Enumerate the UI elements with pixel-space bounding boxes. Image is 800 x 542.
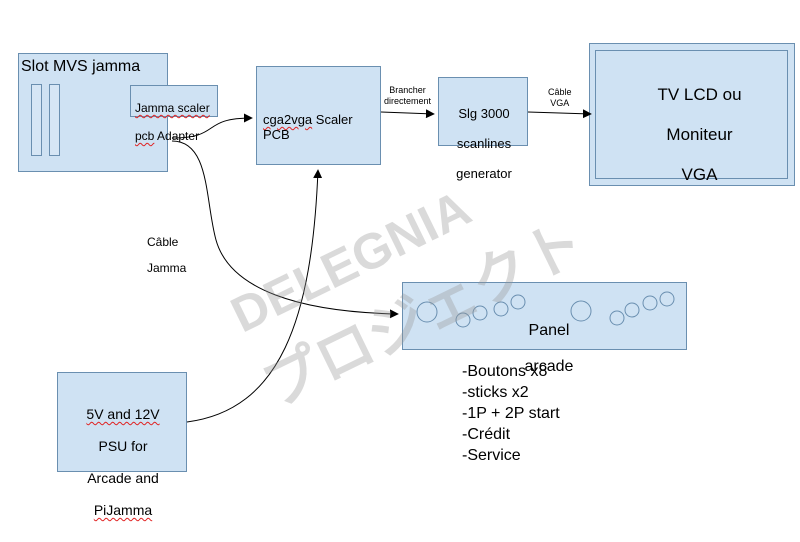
- adapter-label: Jamma scaler pcb Adapter: [135, 87, 210, 143]
- slot-rail-right: [49, 84, 60, 156]
- feature-item-buttons: -Boutons x8: [462, 363, 548, 380]
- adapter-line2a: pcb: [135, 129, 155, 143]
- psu-line3: Arcade and: [87, 470, 159, 486]
- panel-line1: Panel: [528, 322, 570, 339]
- adapter-line2b: Adapter: [154, 129, 200, 143]
- slot-mvs-title: Slot MVS jamma: [21, 58, 141, 75]
- panel-button: [642, 295, 658, 311]
- edge-label-brancher: Brancher directement: [384, 85, 432, 106]
- psu-line1: 5V and 12V: [86, 406, 160, 422]
- tv-line2: Moniteur: [666, 125, 733, 144]
- panel-button: [416, 301, 438, 323]
- edge-label-jamma: Jamma: [147, 261, 187, 275]
- feature-item-service: -Service: [462, 447, 521, 464]
- scaler-label-a: cga2vga: [263, 111, 313, 127]
- panel-button: [570, 300, 592, 322]
- panel-button: [510, 294, 526, 310]
- panel-line2: arcade: [524, 358, 574, 375]
- psu-line2: PSU for: [98, 438, 148, 454]
- panel-button: [609, 310, 625, 326]
- scaler-label: cga2vga Scaler PCB: [263, 98, 380, 143]
- arrow-slot-to-scaler: [171, 113, 253, 139]
- feature-item-credit: -Crédit: [462, 426, 511, 443]
- adapter-box: Jamma scaler pcb Adapter: [130, 85, 218, 143]
- feature-item-sticks: -sticks x2: [462, 384, 529, 401]
- panel-label: Panel arcade: [509, 304, 589, 376]
- psu-label: 5V and 12V PSU for Arcade and PiJamma: [58, 390, 188, 518]
- slg-line2: scanlines: [456, 136, 512, 151]
- panel-box: Panel arcade: [402, 282, 687, 375]
- tv-line3: VGA: [681, 165, 718, 184]
- panel-button: [455, 312, 471, 328]
- edge-label-cable-vga: Câble VGA: [548, 87, 572, 108]
- panel-buttons: [416, 291, 675, 328]
- slg-label: Slg 3000 scanlines generator: [439, 91, 529, 181]
- tv-inner-box: TV LCD ou Moniteur VGA: [595, 50, 788, 184]
- arrow-scaler-to-slg: [380, 109, 435, 119]
- tv-line1: TV LCD ou: [657, 85, 742, 104]
- psu-line4: PiJamma: [93, 502, 153, 518]
- slg-line3: generator: [456, 166, 512, 181]
- edge-label-cable: Câble: [147, 235, 179, 249]
- panel-button: [624, 302, 640, 318]
- feature-item-start: -1P + 2P start: [462, 405, 560, 422]
- panel-button: [659, 291, 675, 307]
- tv-label: TV LCD ou Moniteur VGA: [596, 65, 800, 185]
- slg-box: Slg 3000 scanlines generator: [438, 77, 528, 181]
- adapter-line1: Jamma scaler: [135, 101, 210, 115]
- psu-box: 5V and 12V PSU for Arcade and PiJamma: [57, 372, 187, 518]
- slg-line1: Slg 3000: [458, 106, 510, 121]
- panel-button: [493, 301, 509, 317]
- panel-button: [472, 305, 488, 321]
- arrow-slg-to-tv: [527, 109, 592, 119]
- arrow-slot-to-panel: [171, 140, 399, 319]
- arrow-psu-to-scaler: [186, 169, 323, 423]
- slot-rail-left: [31, 84, 42, 156]
- feature-list: -Boutons x8 -sticks x2 -1P + 2P start -C…: [462, 361, 560, 466]
- scaler-label-b: Scaler PCB: [263, 111, 353, 142]
- scaler-box: cga2vga Scaler PCB: [256, 66, 381, 165]
